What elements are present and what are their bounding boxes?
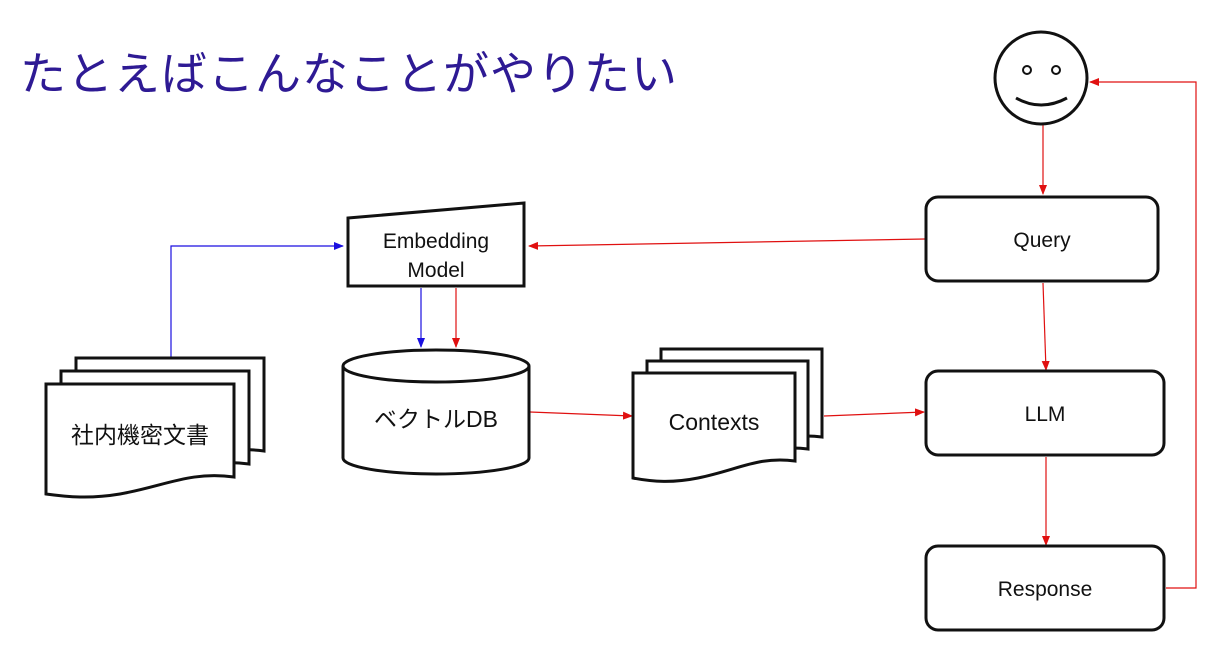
embedding-model-label-line1: Embedding bbox=[383, 230, 489, 253]
response-node: Response bbox=[924, 544, 1166, 632]
page-title: たとえばこんなことがやりたい bbox=[20, 47, 678, 101]
query-node: Query bbox=[924, 195, 1160, 283]
response-label: Response bbox=[998, 578, 1093, 601]
arrow-documents-to-embedding bbox=[170, 242, 344, 358]
vector-db-label: ベクトルDB bbox=[374, 406, 498, 432]
arrow-query-to-llm bbox=[1041, 282, 1050, 371]
contexts-label: Contexts bbox=[669, 409, 760, 435]
llm-label: LLM bbox=[1025, 403, 1066, 426]
query-label: Query bbox=[1013, 229, 1071, 252]
documents-node: 社内機密文書 bbox=[44, 356, 266, 499]
connectors bbox=[170, 78, 1197, 589]
smiley-face-icon bbox=[993, 30, 1089, 126]
vector-db-node: ベクトルDB bbox=[341, 348, 531, 476]
arrow-response-to-user bbox=[1089, 78, 1197, 589]
embedding-model-node: Embedding Model bbox=[346, 201, 526, 288]
documents-label: 社内機密文書 bbox=[71, 422, 209, 448]
arrow-contexts-to-llm bbox=[823, 408, 925, 417]
llm-node: LLM bbox=[924, 369, 1166, 457]
arrow-vectordb-to-contexts bbox=[529, 411, 633, 420]
arrow-query-to-embedding bbox=[528, 238, 926, 250]
embedding-model-label-line2: Model bbox=[407, 259, 464, 282]
contexts-node: Contexts bbox=[631, 347, 824, 483]
